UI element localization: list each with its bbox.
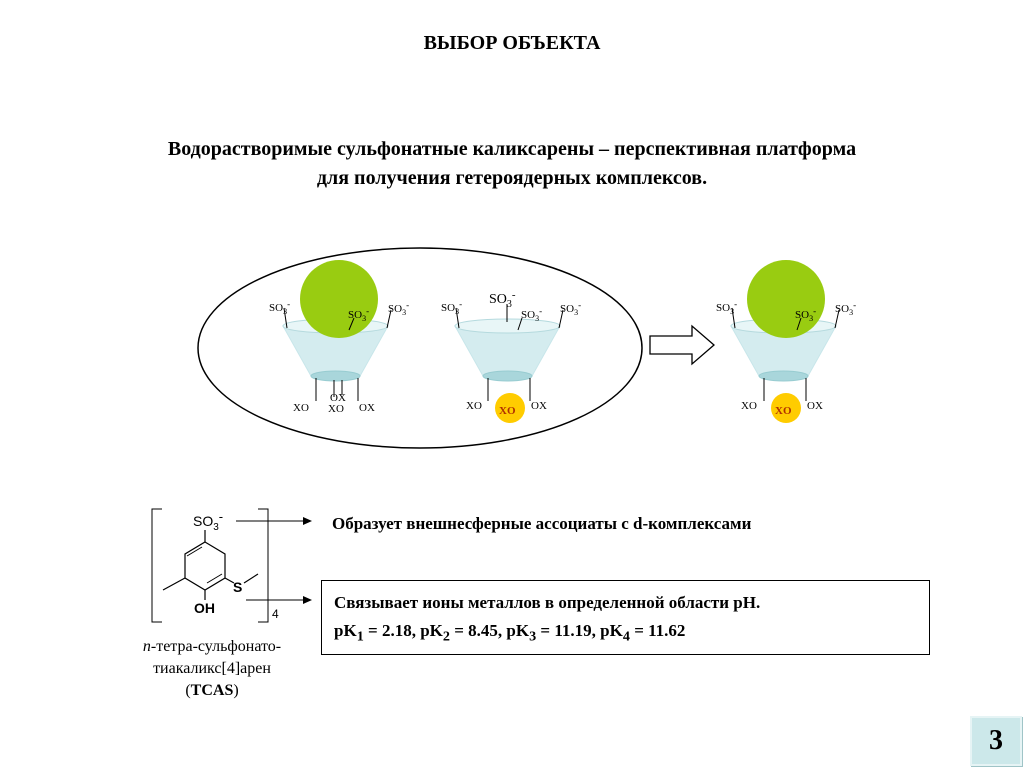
reaction-arrow	[649, 324, 715, 366]
pk-values: pK1 = 2.18, pK2 = 8.45, pK3 = 11.19, pK4…	[334, 621, 686, 645]
ox-label: OX	[330, 392, 346, 404]
binding-statement-box: Связывает ионы металлов в определенной о…	[321, 580, 930, 655]
ox-label: OX	[807, 400, 823, 412]
so3-label-top: SO3-	[489, 289, 516, 310]
paren-open: (	[185, 682, 191, 699]
so3-label: SO3-	[795, 306, 816, 323]
page-title: ВЫБОР ОБЪЕКТА	[423, 32, 601, 54]
repeat-count-label: 4	[272, 607, 279, 621]
yellow-metal-ball	[495, 393, 525, 423]
association-statement: Образует внешнесферные ассоциаты с d-ком…	[332, 514, 752, 533]
paren-close: )	[233, 682, 239, 699]
binding-statement: Связывает ионы металлов в определенной о…	[334, 593, 761, 612]
so3-label: SO3-	[835, 300, 856, 317]
subtitle-line-2: для получения гетероядерных комплексов.	[316, 167, 708, 189]
ox-label: OX	[531, 400, 547, 412]
xo-label: XO	[293, 402, 309, 414]
group-ellipse	[197, 247, 643, 449]
so3-label: SO3-	[388, 300, 409, 317]
xo-label: XO	[466, 400, 482, 412]
pointer-arrows	[236, 517, 312, 604]
yellow-metal-ball	[771, 393, 801, 423]
so3-label: SO3-	[560, 300, 581, 317]
calixarene-cone-3: SO3- SO3- SO3- XO XO OX	[716, 260, 856, 423]
so3-label: SO3-	[441, 299, 462, 316]
green-guest-ball	[300, 260, 378, 338]
page-subtitle: Водорастворимые сульфонатные каликсарены…	[40, 135, 984, 193]
xo-label-metal: XO	[775, 405, 792, 417]
compound-prefix: n	[142, 638, 151, 655]
compound-name-caption: n-тетра-сульфонато- тиакаликс[4]арен (TC…	[112, 636, 312, 702]
so3-label: SO3-	[348, 306, 369, 323]
hydroxyl-label: OH	[194, 600, 215, 616]
xo-label: XO	[328, 403, 344, 415]
calixarene-cone-1: SO3- SO3- SO3- XO XO OX OX	[269, 260, 409, 415]
so3-label: SO3-	[716, 299, 737, 316]
compound-name-line-2: тиакаликс[4]арен	[153, 660, 271, 677]
compound-abbr: TCAS	[190, 682, 234, 699]
compound-name-line-1: -тетра-сульфонато-	[150, 638, 282, 655]
green-guest-ball	[747, 260, 825, 338]
ox-label: OX	[359, 402, 375, 414]
subtitle-line-1: Водорастворимые сульфонатные каликсарены…	[167, 138, 857, 160]
xo-label: XO	[741, 400, 757, 412]
tcas-structure: SO3- S OH 4	[151, 508, 279, 623]
xo-label-metal: XO	[499, 405, 516, 417]
sulfur-label: S	[233, 579, 242, 595]
so3-group-label: SO3-	[193, 509, 223, 533]
so3-label: SO3-	[269, 299, 290, 316]
calixarene-cone-2: SO3- SO3- SO3- SO3- XO XO OX	[441, 289, 581, 423]
page-number-badge[interactable]: 3	[970, 716, 1022, 766]
so3-label: SO3-	[521, 306, 542, 323]
